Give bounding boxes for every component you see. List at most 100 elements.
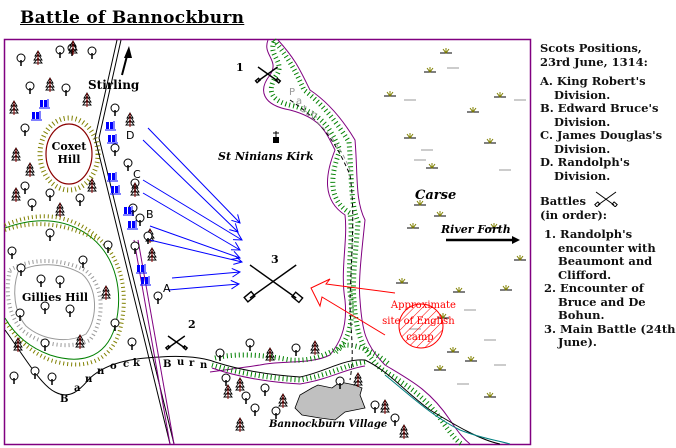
tree-icon (390, 413, 400, 426)
scots-troops-icon (107, 172, 118, 182)
conifer-tree-icon (11, 187, 21, 202)
tree-icon (47, 372, 57, 385)
division-label-a: A (163, 282, 171, 295)
marsh-icon (465, 356, 477, 362)
marsh-icon (447, 347, 459, 353)
crossed-swords-icon (254, 66, 282, 84)
legend-division-c: C. James Douglas's Division. (540, 128, 663, 156)
bannock-burn-label-letter: c (123, 359, 129, 370)
path-label-letter: P (289, 87, 295, 98)
scots-troops-icon (31, 111, 42, 121)
marsh-icon (484, 138, 496, 144)
conifer-tree-icon (101, 285, 111, 300)
tree-icon (123, 158, 133, 171)
english-camp-marker (398, 303, 444, 349)
conifer-tree-icon (25, 162, 35, 177)
conifer-tree-icon (75, 334, 85, 349)
legend-battles-heading: (in order): (540, 207, 608, 222)
battle-label-1: 1 (236, 61, 244, 74)
advance-arrow (142, 192, 241, 251)
bannockburn-village-label: Bannockburn Village (268, 419, 387, 430)
tree-icon (65, 304, 75, 317)
conifer-tree-icon (125, 112, 135, 127)
legend-battle-3: 3. Main Battle (24th June). (544, 321, 676, 349)
tree-icon (40, 338, 50, 351)
tree-icon (36, 274, 46, 287)
marsh-icon (407, 223, 419, 229)
conifer-tree-icon (68, 40, 78, 55)
battle-label-3: 3 (271, 253, 279, 266)
bannock-burn-label-letter: o (110, 361, 117, 372)
tree-icon (61, 83, 71, 96)
tree-icon (87, 46, 97, 59)
legend-heading: Scots Positions, (540, 41, 642, 55)
tree-icon (260, 383, 270, 396)
advance-arrow (142, 139, 239, 233)
bannock-burn-label-letter: n (200, 360, 208, 371)
path-label-letter: t (303, 104, 307, 115)
legend-division-d: D. Randolph's Division. (540, 155, 630, 183)
tree-icon (25, 81, 35, 94)
battle-label-2: 2 (188, 318, 196, 331)
camp-label-line: camp (406, 332, 433, 343)
scots-troops-icon (107, 134, 118, 144)
tree-icon (45, 228, 55, 241)
marsh-icon (396, 278, 408, 284)
tree-icon (271, 406, 281, 419)
ridge-banks (209, 38, 471, 447)
carse-label: Carse (415, 188, 456, 203)
scots-troops-icon (105, 121, 116, 131)
tree-icon (110, 143, 120, 156)
tree-icon (143, 231, 153, 244)
map-border (3, 38, 532, 446)
tree-icon (110, 318, 120, 331)
scots-troops-icon (140, 276, 151, 286)
tree-icon (245, 338, 255, 351)
conifer-tree-icon (310, 340, 320, 355)
conifer-tree-icon (235, 417, 245, 432)
conifer-tree-icon (87, 178, 97, 193)
bannock-burn (4, 329, 501, 445)
stirling-road (94, 39, 175, 445)
woodland (7, 40, 409, 439)
tree-icon (20, 123, 30, 136)
bannock-burn-label-letter: u (177, 357, 184, 368)
scots-soldiers (31, 99, 151, 286)
crossed-swords-icon (243, 264, 304, 304)
scots-troops-icon (136, 264, 147, 274)
legend-division-b: B. Edward Bruce's Division. (540, 101, 659, 129)
marsh-icon (453, 287, 465, 293)
advance-arrow (149, 225, 241, 260)
marsh-icon (434, 211, 446, 217)
tree-icon (27, 198, 37, 211)
division-label-d: D (126, 129, 134, 142)
advance-arrow (149, 239, 244, 265)
camp-label-line: site of English (382, 316, 455, 327)
conifer-tree-icon (399, 424, 409, 439)
tree-icon (153, 291, 163, 304)
conifer-tree-icon (147, 247, 157, 262)
path-label-letter: h (311, 110, 317, 121)
tree-icon (127, 337, 137, 350)
marsh-icon (514, 255, 526, 261)
tree-icon (45, 188, 55, 201)
coxet-hill-label: Hill (58, 153, 81, 166)
river-forth-label: River Forth (440, 223, 511, 236)
marsh-icon (440, 48, 452, 54)
battle-crosses (164, 66, 304, 351)
tree-icon (135, 213, 145, 226)
marsh-icon (500, 285, 512, 291)
tree-icon (250, 403, 260, 416)
scots-advance-arrows (142, 127, 244, 291)
advance-arrow (142, 179, 243, 241)
legend-battles-heading: Battles (540, 194, 586, 208)
conifer-tree-icon (9, 100, 19, 115)
coxet-hill-label: Coxet (52, 140, 88, 153)
stirling-label: Stirling (88, 78, 140, 92)
conifer-tree-icon (380, 399, 390, 414)
tree-icon (110, 103, 120, 116)
coxet-hill (37, 115, 101, 193)
marsh-icon (467, 107, 479, 113)
conifer-tree-icon (55, 202, 65, 217)
river-forth-arrow-icon (446, 236, 520, 244)
